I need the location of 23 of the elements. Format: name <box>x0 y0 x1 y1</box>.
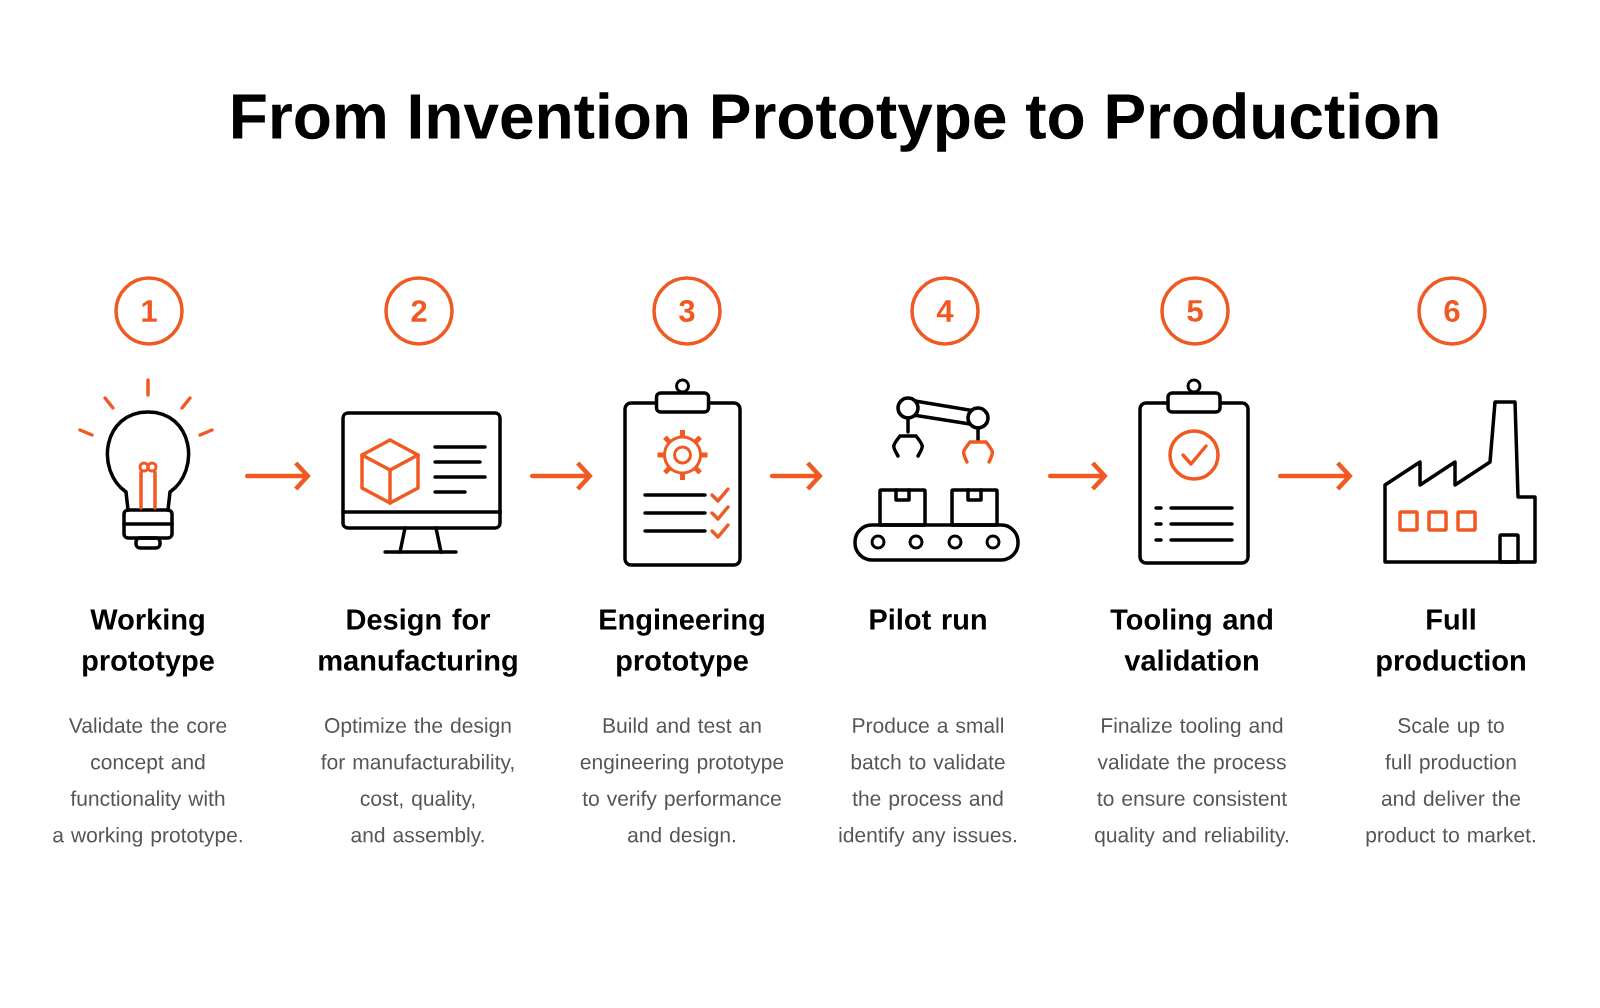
step-heading: Pilot run <box>870 608 986 630</box>
step-description: Validate the core concept and functionality with a working prototype. <box>53 717 242 847</box>
title: From Invention Prototype to Production <box>233 92 1438 152</box>
lightbulb-drawing <box>78 378 214 550</box>
clipboard-gear-drawing <box>623 378 742 567</box>
arrow <box>1047 461 1108 491</box>
factory-drawing <box>1383 400 1537 564</box>
monitor-drawing <box>341 411 502 554</box>
robot-conveyor-drawing <box>853 396 1020 562</box>
arrow <box>244 461 311 491</box>
arrow <box>529 461 593 491</box>
step-description: Optimize the design for manufacturability, cost, quality, and assembly. <box>321 717 514 847</box>
step-heading: Design for manufacturing <box>319 608 517 677</box>
step-heading: Working prototype <box>83 608 214 677</box>
step-heading: Engineering prototype <box>600 608 764 677</box>
arrow <box>1277 461 1353 491</box>
clipboard-check-drawing <box>1138 378 1250 565</box>
step-description: Build and test an engineering prototype to verify performance and design. <box>580 717 784 847</box>
step-description: Scale up to full production and deliver the product to market. <box>1366 717 1535 847</box>
step-heading: Tooling and validation <box>1110 608 1272 671</box>
step-heading: Full production <box>1377 608 1525 677</box>
step-description: Produce a small batch to validate the process and identify any issues. <box>839 717 1016 847</box>
step-description: Finalize tooling and validate the process to ensure consistent quality and reliability. <box>1095 717 1288 847</box>
